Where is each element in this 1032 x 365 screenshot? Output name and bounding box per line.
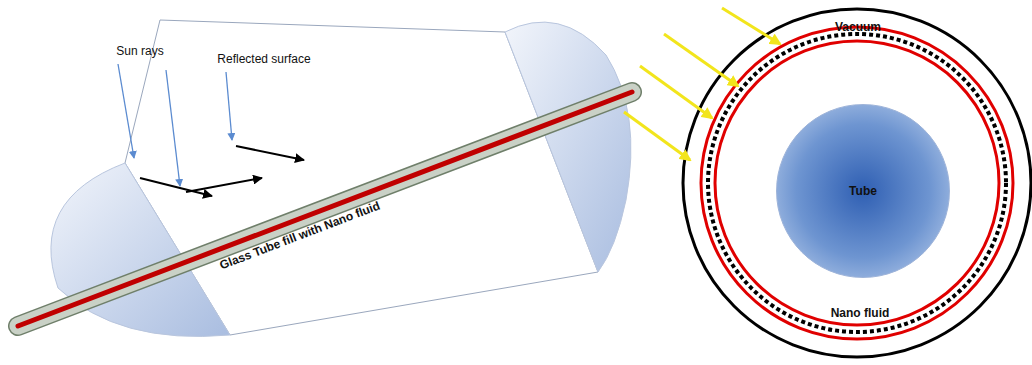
red-ring (715, 41, 999, 325)
reflector-label: Reflected surface (217, 53, 310, 66)
reflected-ray (140, 178, 212, 196)
reflected-ray (236, 146, 304, 160)
vacuum-label: Vacuum (835, 21, 881, 34)
absorber-tube (18, 92, 632, 326)
nano-fluid-label: Nano fluid (831, 307, 890, 320)
sun-arrow (640, 66, 712, 118)
reflected-ray (186, 178, 262, 192)
glass-tube-outline (18, 92, 632, 326)
tube-circle: Tube (776, 104, 950, 278)
sun-arrow (722, 8, 780, 44)
sun-arrow (664, 34, 738, 86)
node-text: Tube (849, 184, 877, 198)
sun-ray (226, 72, 232, 140)
dotted-ring (708, 34, 1006, 332)
sun-arrow (624, 112, 690, 160)
end-disc (505, 22, 631, 272)
outer-glass (683, 9, 1031, 357)
sun-ray (118, 64, 134, 158)
sun-rays-label: Sun rays (116, 45, 163, 58)
tube-label: Glass Tube fill with Nano fluid (218, 199, 382, 272)
red-ring (701, 27, 1013, 339)
glass-tube (18, 92, 632, 326)
sun-ray (166, 70, 180, 186)
